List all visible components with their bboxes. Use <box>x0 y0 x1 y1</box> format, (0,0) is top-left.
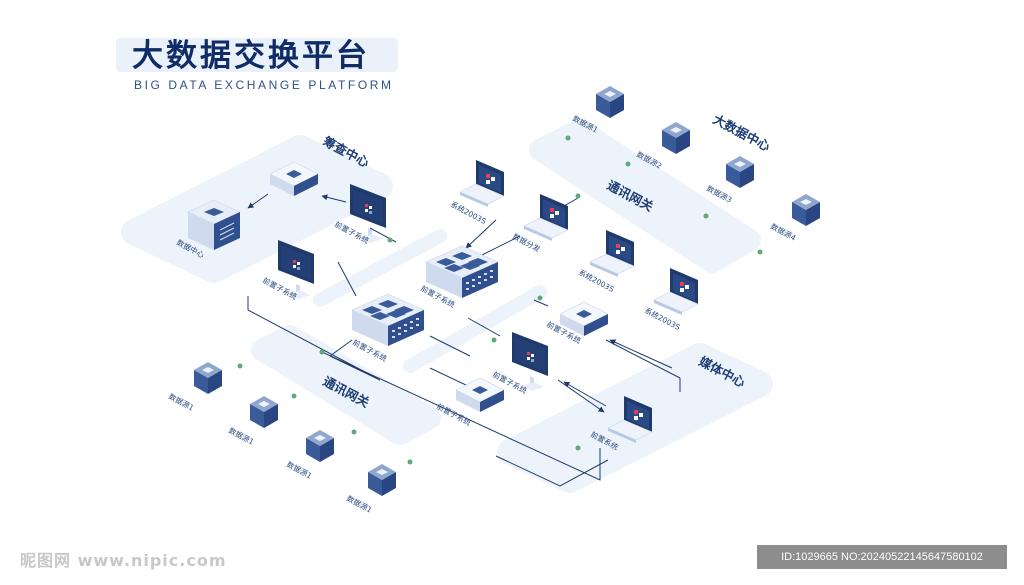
data-source-bottom-4 <box>368 464 396 496</box>
center-box <box>455 377 505 413</box>
connection-lines <box>247 193 681 487</box>
zone-label-top-right: 大数据中心 <box>711 111 774 154</box>
watermark-right: ID:1029665 NO:20240522145647580102 <box>757 545 1007 569</box>
data-source-top-2 <box>662 122 690 154</box>
platform-strip-left <box>313 229 447 307</box>
data-source-bottom-1 <box>194 362 222 394</box>
label-src-bot-3: 数据源1 <box>285 459 314 481</box>
data-source-top-3 <box>726 156 754 188</box>
laptop-3 <box>589 229 635 278</box>
data-source-bottom-2 <box>250 396 278 428</box>
watermark-left: 昵图网 www.nipic.com <box>20 551 227 570</box>
platform-strip-mid <box>403 285 547 373</box>
laptop-2 <box>523 193 569 242</box>
label-front-monitor-b: 前置子系统 <box>261 275 299 302</box>
laptop-4 <box>653 267 699 316</box>
label-src-bot-2: 数据源1 <box>227 425 256 447</box>
page-subtitle: BIG DATA EXCHANGE PLATFORM <box>134 78 394 92</box>
data-source-bottom-3 <box>306 430 334 462</box>
label-src-bot-1: 数据源1 <box>167 391 196 413</box>
central-building-bottom <box>351 293 425 347</box>
data-source-top-4 <box>792 194 820 226</box>
label-src-top-4: 数据源4 <box>769 221 798 243</box>
platform-left-center <box>121 135 393 283</box>
label-front-monitor-a: 前置子系统 <box>333 219 371 246</box>
label-src-bot-4: 数据源1 <box>345 493 374 515</box>
title-highlight-band <box>116 38 398 72</box>
connector-dots <box>237 135 763 465</box>
data-source-top-1 <box>596 86 624 118</box>
laptop-1 <box>459 159 505 208</box>
platform-gateway-bottom <box>251 325 441 445</box>
page-title: 大数据交换平台 <box>132 38 370 74</box>
